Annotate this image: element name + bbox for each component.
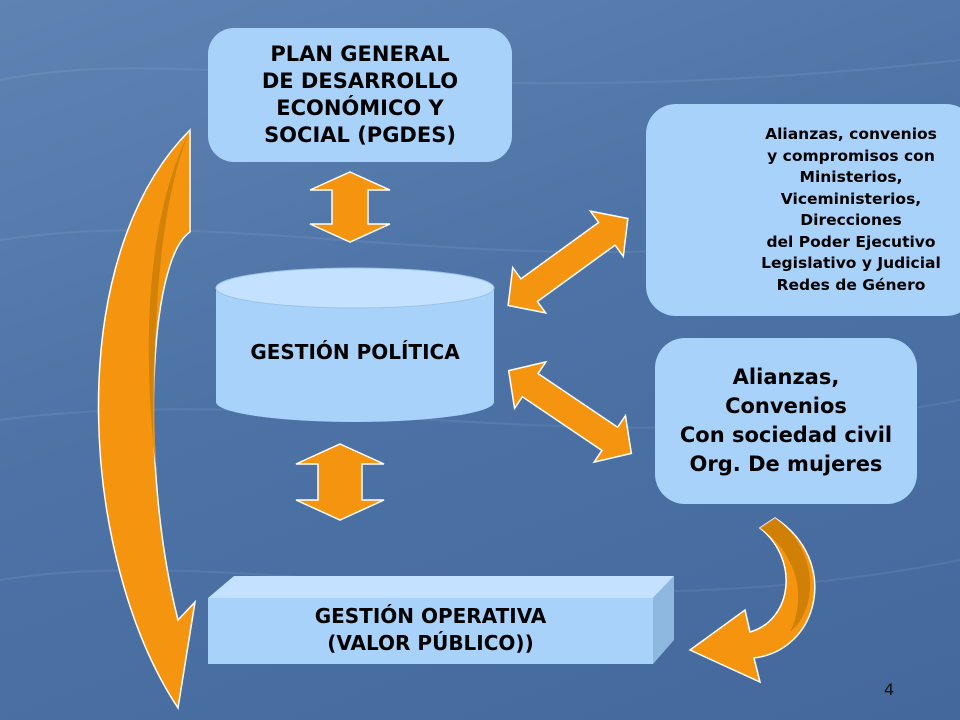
- node-gestion-politica-label: GESTIÓN POLÍTICA: [250, 340, 460, 364]
- arrow-pgdes-politica: [309, 171, 391, 243]
- node-ministerios-label: Alianzas, convenios y compromisos con Mi…: [761, 125, 941, 294]
- node-ministerios: Alianzas, convenios y compromisos con Mi…: [646, 104, 960, 316]
- arrow-politica-sociedad-civil: [507, 360, 633, 464]
- left-curved-arrow-shade: [148, 130, 190, 470]
- right-curved-arrow-shade: [760, 518, 811, 632]
- node-pgdes: PLAN GENERAL DE DESARROLLO ECONÓMICO Y S…: [208, 28, 512, 162]
- page-number: 4: [884, 680, 895, 699]
- cylinder-gestion-politica: [215, 267, 495, 422]
- node-sociedad-civil-label: Alianzas, Convenios Con sociedad civil O…: [679, 365, 893, 476]
- node-sociedad-civil: Alianzas, Convenios Con sociedad civil O…: [655, 338, 917, 504]
- arrow-politica-operativa: [295, 443, 385, 521]
- left-curved-arrow: [97, 128, 197, 711]
- arrow-politica-ministerios: [507, 210, 629, 314]
- box-gestion-operativa: [208, 576, 674, 664]
- right-curved-arrow: [688, 517, 816, 684]
- node-gestion-operativa-label: GESTIÓN OPERATIVA (VALOR PÚBLICO)): [314, 604, 547, 655]
- node-pgdes-label: PLAN GENERAL DE DESARROLLO ECONÓMICO Y S…: [261, 42, 459, 147]
